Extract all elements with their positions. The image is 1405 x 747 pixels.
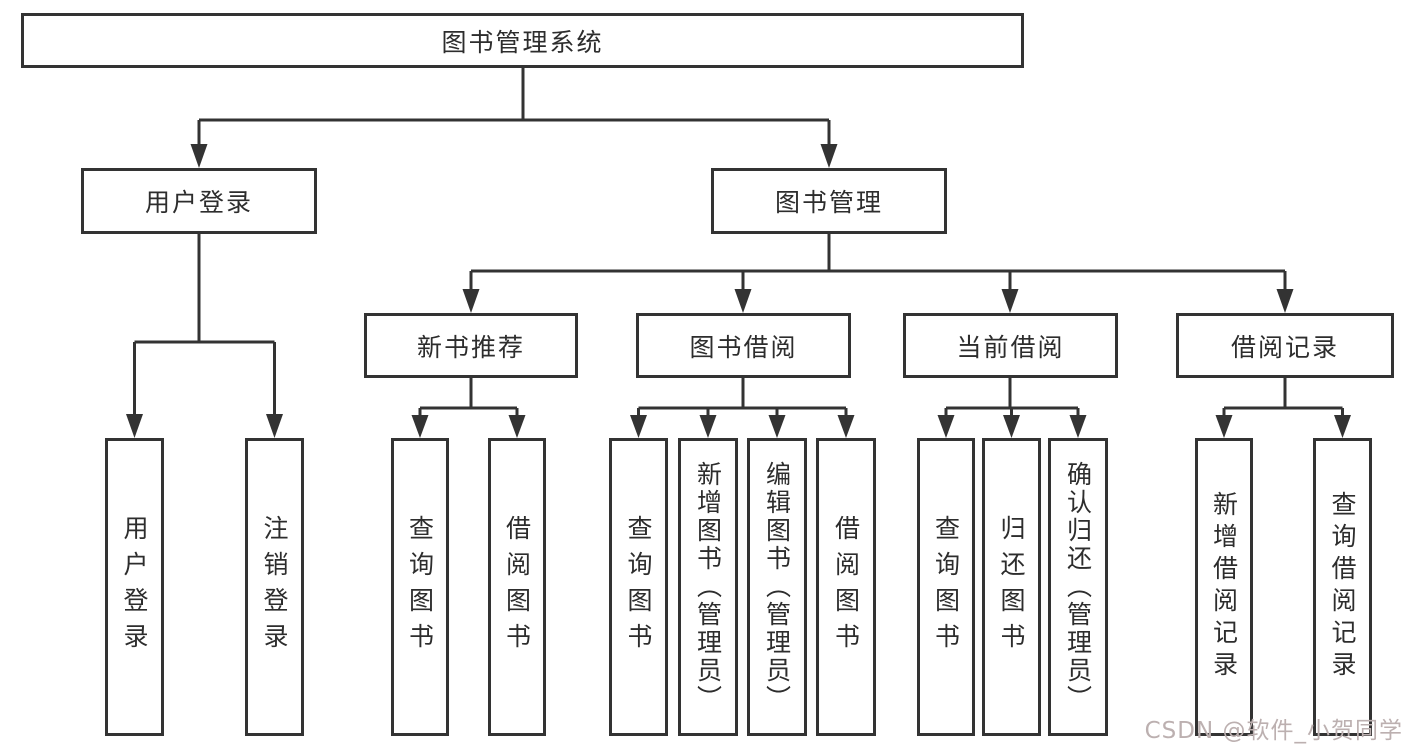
arrow-down-icon	[462, 289, 480, 313]
node-root-system: 图书管理系统	[21, 13, 1024, 68]
node-book-borrow: 图书借阅	[636, 313, 851, 378]
arrow-down-icon	[1001, 289, 1019, 313]
node-leaf-borrow-add-books-admin: 新增图书（管理员）	[678, 438, 738, 736]
arrow-down-icon	[630, 415, 647, 438]
arrow-down-icon	[937, 415, 955, 438]
arrow-down-icon	[768, 415, 786, 438]
arrow-down-icon	[266, 414, 283, 438]
arrow-down-icon	[734, 289, 752, 313]
node-leaf-current-return-books: 归还图书	[982, 438, 1041, 736]
node-book-management: 图书管理	[711, 168, 947, 234]
node-leaf-recommend-borrow-books: 借阅图书	[488, 438, 546, 736]
arrow-down-icon	[699, 415, 717, 438]
node-leaf-records-add-record: 新增借阅记录	[1195, 438, 1253, 736]
watermark: CSDN @软件_小贺同学	[1144, 718, 1403, 744]
node-new-book-recommend: 新书推荐	[364, 313, 578, 378]
node-leaf-user-login: 用户登录	[105, 438, 164, 736]
arrow-down-icon	[1276, 289, 1294, 313]
node-leaf-recommend-query-books: 查询图书	[391, 438, 449, 736]
node-leaf-borrow-borrow-books: 借阅图书	[816, 438, 876, 736]
arrow-down-icon	[411, 415, 429, 438]
node-leaf-current-query-books: 查询图书	[917, 438, 975, 736]
node-borrow-records: 借阅记录	[1176, 313, 1394, 378]
arrow-down-icon	[837, 415, 855, 438]
arrow-down-icon	[1215, 415, 1233, 438]
arrow-down-icon	[508, 415, 526, 438]
arrow-down-icon	[126, 414, 143, 438]
arrow-down-icons	[126, 144, 1351, 438]
arrow-down-icon	[1334, 415, 1351, 438]
arrow-down-icon	[190, 144, 208, 168]
arrow-down-icon	[1069, 415, 1087, 438]
node-leaf-current-confirm-return-admin: 确认归还（管理员）	[1048, 438, 1108, 736]
node-current-borrow: 当前借阅	[903, 313, 1118, 378]
node-leaf-records-query-record: 查询借阅记录	[1313, 438, 1372, 736]
arrow-down-icon	[820, 144, 838, 168]
node-leaf-borrow-edit-books-admin: 编辑图书（管理员）	[747, 438, 807, 736]
connector-edges	[133, 68, 1344, 420]
node-user-login: 用户登录	[81, 168, 317, 234]
node-leaf-borrow-query-books: 查询图书	[609, 438, 668, 736]
arrow-down-icon	[1003, 415, 1020, 438]
node-leaf-logout: 注销登录	[245, 438, 304, 736]
